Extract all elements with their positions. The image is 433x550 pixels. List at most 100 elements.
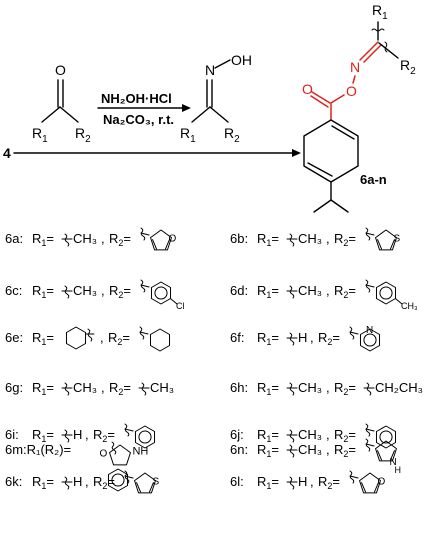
separator-6l: , bbox=[310, 474, 314, 489]
ketone-r2: R bbox=[75, 125, 85, 141]
r1-text-6l: H bbox=[298, 474, 307, 489]
compound-entry-6h: 6h: R1= CH₃, R2= CH₂CH₃ bbox=[230, 380, 423, 397]
svg-text:R2=: R2= bbox=[334, 380, 356, 397]
svg-text:R2=: R2= bbox=[109, 380, 131, 397]
product-r2: R bbox=[400, 57, 410, 73]
svg-text:R2=: R2= bbox=[93, 474, 115, 491]
compound-id-6l: 6l: bbox=[230, 474, 244, 489]
r1-text-6h: CH₃ bbox=[298, 380, 322, 395]
heteroatom-6b: S bbox=[393, 234, 400, 245]
compound-id-6m: 6m:R₁(R₂)= bbox=[5, 442, 71, 457]
separator-6b: , bbox=[326, 231, 330, 246]
svg-text:R2: R2 bbox=[224, 125, 240, 145]
compound-id-6e: 6e: bbox=[5, 330, 23, 345]
compound-entry-6d: 6d: R1=CH₃,R2=CH₃ bbox=[230, 279, 418, 311]
compound-id-6d: 6d: bbox=[230, 283, 248, 298]
heteroatom-h-6n: H bbox=[394, 465, 401, 475]
product-carbonyl-oxygen: O bbox=[302, 81, 313, 97]
heteroatom-6k: S bbox=[152, 477, 159, 488]
r1-text-6j: CH₃ bbox=[298, 427, 322, 442]
compound-id-6k: 6k: bbox=[5, 474, 22, 489]
svg-text:R2=: R2= bbox=[93, 427, 115, 444]
oxime-r1: R bbox=[180, 125, 190, 141]
svg-text:R1=: R1= bbox=[32, 231, 54, 248]
reagent-conditions: Na₂CO₃, r.t. bbox=[103, 112, 174, 127]
product-ester-oxygen: O bbox=[346, 83, 357, 99]
heteroatom-6m: NH bbox=[132, 446, 148, 458]
svg-text:R2=: R2= bbox=[108, 330, 130, 347]
product-r1: R bbox=[372, 2, 382, 18]
ring-oxygen-6m: O bbox=[100, 449, 108, 460]
compound-entry-6c: 6c: R1=CH₃,R2=Cl bbox=[5, 279, 185, 311]
compound-id-6f: 6f: bbox=[230, 330, 244, 345]
separator-6k: , bbox=[85, 474, 89, 489]
heteroatom-6a: O bbox=[168, 234, 176, 245]
separator-6c: , bbox=[101, 283, 105, 298]
oxime-r2: R bbox=[224, 125, 234, 141]
svg-text:R1: R1 bbox=[372, 2, 388, 22]
svg-text:R2=: R2= bbox=[318, 330, 340, 347]
r2-text-6h: CH₂CH₃ bbox=[375, 380, 423, 395]
ketone-oxygen: O bbox=[55, 62, 66, 78]
r2-text-6g: CH₃ bbox=[150, 380, 174, 395]
compound-entry-6l: 6l: R1=H,R2=O bbox=[230, 470, 385, 494]
compound-id-6g: 6g: bbox=[5, 380, 23, 395]
ketone-r1: R bbox=[32, 125, 42, 141]
compound-entry-6n: 6n: R1=CH₃,R2=NH bbox=[230, 438, 401, 475]
svg-text:R1=: R1= bbox=[257, 474, 279, 491]
compound-id-6h: 6h: bbox=[230, 380, 248, 395]
separator-6d: , bbox=[326, 283, 330, 298]
separator-6g: , bbox=[101, 380, 105, 395]
svg-text:R1: R1 bbox=[180, 125, 196, 145]
r1-text-6a: CH₃ bbox=[73, 231, 97, 246]
separator-6f: , bbox=[310, 330, 314, 345]
svg-text:R1=: R1= bbox=[257, 330, 279, 347]
compound-entry-6g: 6g: R1=CH₃,R2=CH₃ bbox=[5, 380, 174, 397]
compound-entry-6j: 6j: R1=CH₃,R2= bbox=[230, 423, 397, 449]
svg-text:R1=: R1= bbox=[257, 427, 279, 444]
heteroatom-6f: N bbox=[366, 325, 373, 336]
svg-text:R1=: R1= bbox=[32, 427, 54, 444]
svg-text:R2=: R2= bbox=[334, 283, 356, 300]
svg-text:R1=: R1= bbox=[32, 330, 54, 347]
svg-text:R1=: R1= bbox=[257, 380, 279, 397]
svg-text:R1=: R1= bbox=[257, 442, 279, 459]
ketone-structure: O R1 R2 bbox=[32, 62, 91, 145]
compound-entry-6m: 6m:R₁(R₂)= NH O bbox=[5, 441, 148, 492]
r1-text-6k: H bbox=[73, 474, 82, 489]
svg-text:R1: R1 bbox=[32, 125, 48, 145]
separator-6e: , bbox=[100, 330, 104, 345]
svg-text:R2=: R2= bbox=[109, 283, 131, 300]
compound-id-6c: 6c: bbox=[5, 283, 22, 298]
oxime-hydroxyl: OH bbox=[231, 52, 252, 68]
r1-text-6i: H bbox=[73, 427, 82, 442]
product-structure: R1 N R2 O O 6a-n bbox=[302, 2, 416, 213]
svg-text:R2=: R2= bbox=[334, 427, 356, 444]
compound-id-6i: 6i: bbox=[5, 427, 19, 442]
r1-text-6f: H bbox=[298, 330, 307, 345]
substituent-6c: Cl bbox=[176, 301, 185, 311]
compound-entry-6a: 6a: R1=CH₃,R2=O bbox=[5, 227, 176, 251]
r1-text-6d: CH₃ bbox=[298, 283, 322, 298]
compound-entry-6i: 6i: R1=H,R2= bbox=[5, 423, 156, 449]
svg-text:R2: R2 bbox=[400, 57, 416, 77]
heteroatom-6n: N bbox=[389, 457, 396, 468]
svg-text:R1=: R1= bbox=[257, 231, 279, 248]
r1-text-6b: CH₃ bbox=[298, 231, 322, 246]
compound-entry-6f: 6f: R1= H, R2= N bbox=[230, 325, 381, 352]
svg-text:R2=: R2= bbox=[334, 231, 356, 248]
product-nitrogen: N bbox=[350, 59, 360, 75]
oxime-nitrogen: N bbox=[205, 62, 215, 78]
svg-text:R2=: R2= bbox=[318, 474, 340, 491]
compound-id-6b: 6b: bbox=[230, 231, 248, 246]
main-arrow: 4 bbox=[3, 145, 301, 161]
svg-text:R2: R2 bbox=[75, 125, 91, 145]
r1-text-6g: CH₃ bbox=[73, 380, 97, 395]
separator-6h: , bbox=[326, 380, 330, 395]
svg-text:R1=: R1= bbox=[257, 283, 279, 300]
product-label: 6a-n bbox=[360, 172, 387, 187]
svg-text:R1=: R1= bbox=[32, 283, 54, 300]
compound-entry-6e: 6e: R1=, R2= bbox=[5, 326, 171, 352]
